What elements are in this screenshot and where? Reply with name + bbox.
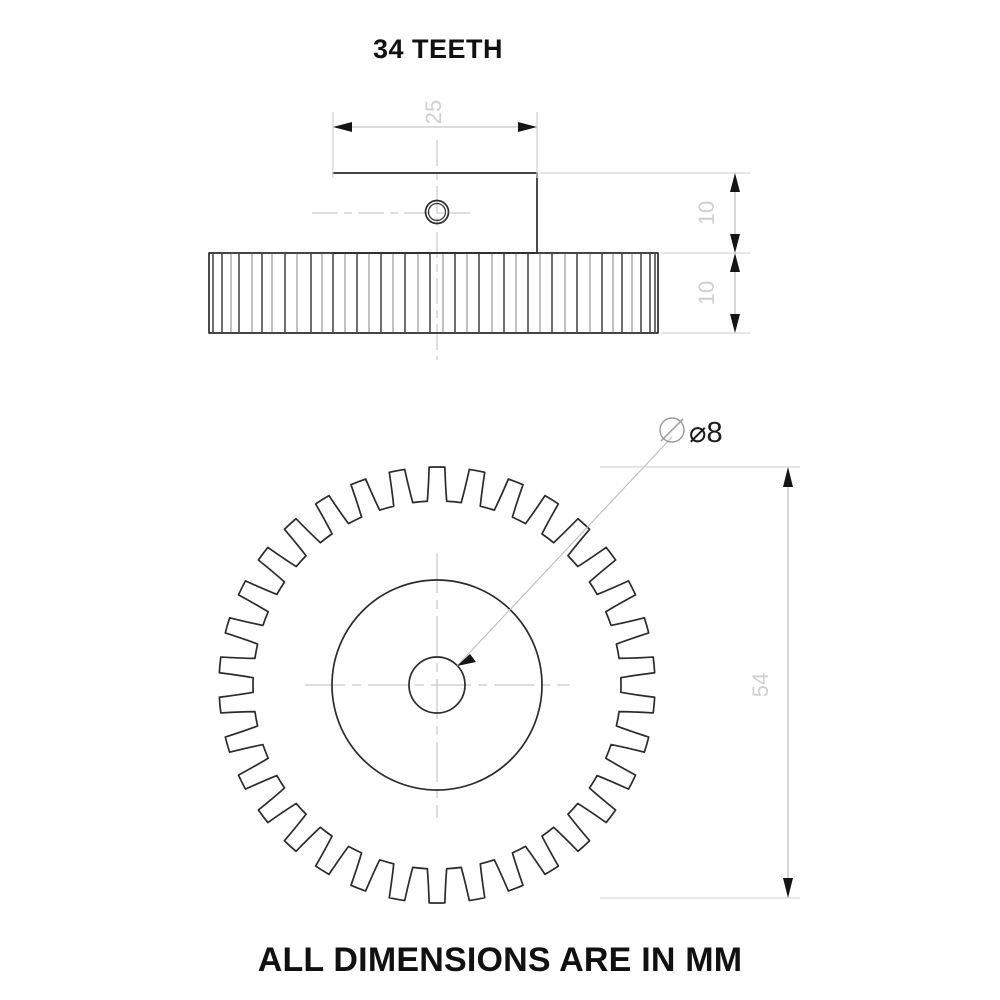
arrow-top: [730, 253, 740, 272]
diameter-symbol-slash: [660, 418, 684, 442]
arrow-bottom: [730, 314, 740, 333]
diameter-symbol-circle: [659, 417, 685, 443]
footer-note: ALL DIMENSIONS ARE IN MM: [258, 941, 743, 979]
leader-line: [456, 436, 673, 667]
gear-tooth-projection-lines: [212, 254, 656, 332]
dim-label-hub-height: 10: [694, 201, 719, 225]
dimension-outside-diameter: 54: [600, 466, 800, 899]
arrow-left: [333, 122, 352, 132]
set-screw-hole-inner: [427, 202, 447, 222]
dimension-hub-width: 25: [332, 100, 538, 178]
dim-label-hub-width: 25: [421, 100, 446, 124]
front-elevation-view: [208, 140, 659, 360]
gear-profile-view: [218, 466, 656, 904]
gear-bore-circle: [408, 656, 466, 714]
gear-hub-circle: [331, 579, 543, 791]
dimension-gear-thickness: 10: [661, 253, 750, 334]
gear-body-outline: [208, 252, 659, 334]
callout-bore-diameter: ⌀8: [456, 417, 723, 667]
arrow-top: [730, 173, 740, 192]
dim-label-outside-diameter: 54: [748, 673, 773, 697]
callout-label-bore: ⌀8: [689, 417, 723, 449]
arrow-top: [783, 467, 793, 487]
arrow-bottom: [730, 234, 740, 253]
dim-label-gear-thickness: 10: [694, 281, 719, 305]
arrow-bottom: [783, 878, 793, 898]
set-screw-hole-outer: [424, 199, 450, 225]
drawing-title: 34 TEETH: [373, 34, 503, 64]
dimension-hub-height: 10: [540, 172, 750, 254]
leader-arrow: [457, 654, 476, 666]
gear-tooth-outline: [218, 466, 656, 904]
arrow-right: [518, 122, 537, 132]
